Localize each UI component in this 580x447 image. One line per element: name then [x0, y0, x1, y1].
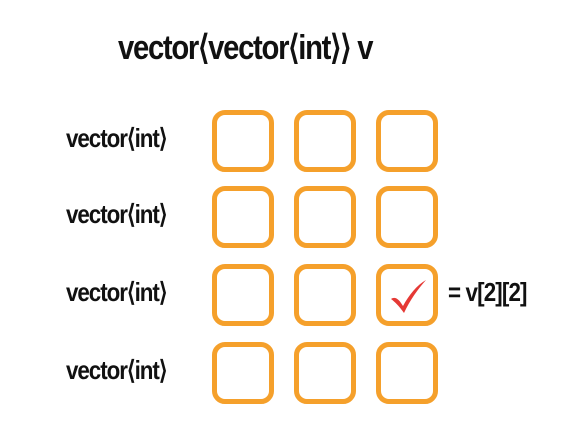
diagram-title: vector⟨vector⟨int⟩⟩ v — [118, 29, 373, 67]
row-label-1: vector⟨int⟩ — [66, 199, 168, 229]
cell-3-2 — [376, 342, 438, 404]
cell-2-0 — [212, 264, 274, 326]
row-label-2: vector⟨int⟩ — [66, 277, 168, 307]
row-label-0: vector⟨int⟩ — [66, 123, 168, 153]
cell-1-0 — [212, 186, 274, 248]
cell-0-1 — [294, 110, 356, 172]
cell-0-0 — [212, 110, 274, 172]
cell-2-1 — [294, 264, 356, 326]
element-annotation: = v[2][2] — [448, 277, 527, 307]
cell-3-1 — [294, 342, 356, 404]
cell-1-2 — [376, 186, 438, 248]
cell-3-0 — [212, 342, 274, 404]
cell-0-2 — [376, 110, 438, 172]
cell-1-1 — [294, 186, 356, 248]
cell-2-2 — [376, 264, 438, 326]
checkmark-icon — [391, 280, 426, 313]
row-label-3: vector⟨int⟩ — [66, 355, 168, 385]
